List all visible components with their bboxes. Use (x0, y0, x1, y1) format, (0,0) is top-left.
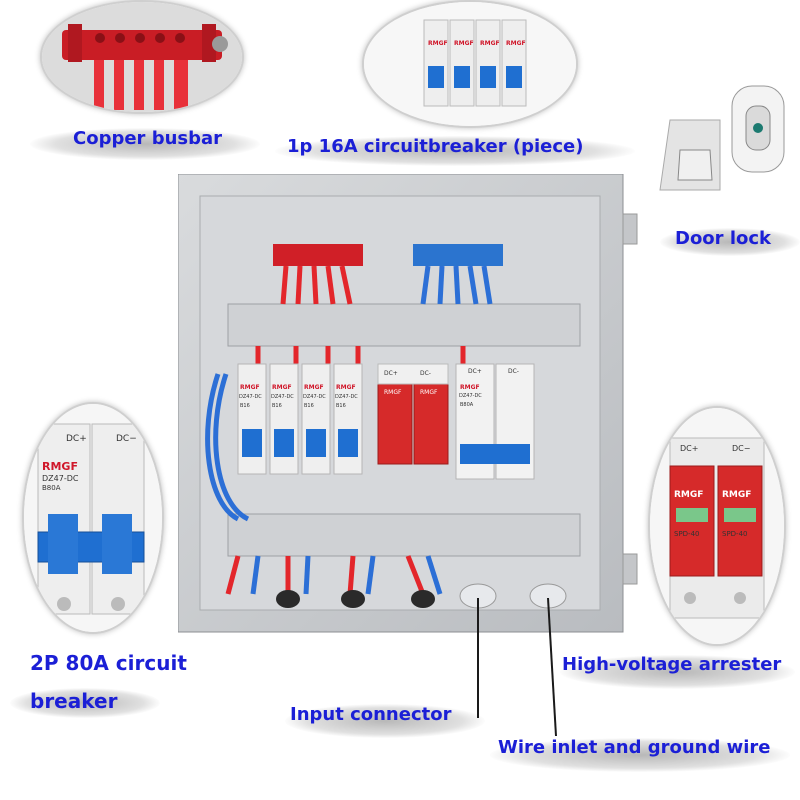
brand-text: RMGF (304, 384, 324, 391)
brand-text: RMGF (240, 384, 260, 391)
brand-text: RMGF (420, 389, 438, 396)
breaker-2p-inset: DC+ DC− RMGF DZ47-DC B80A (22, 402, 164, 634)
wire-inlet-pointer (547, 597, 557, 737)
arrester-photo (650, 408, 784, 644)
dc-plus-text: DC+ (468, 368, 482, 375)
brand-text: RMGF (674, 490, 704, 500)
brand-text: RMGF (42, 460, 78, 473)
spd-model-text: SPD-40 (674, 530, 700, 538)
label-shadow (10, 688, 160, 718)
brand-text: RMGF (506, 40, 526, 47)
rating-text: B16 (272, 403, 282, 409)
breaker-1p-inset: RMGF RMGF RMGF RMGF (362, 0, 578, 128)
label-shadow (30, 128, 260, 160)
model-text: DZ47-DC (335, 394, 358, 400)
wire-inlet-label: Wire inlet and ground wire (498, 737, 771, 758)
dc-plus-text: DC+ (66, 434, 87, 444)
brand-text: RMGF (336, 384, 356, 391)
model-text: DZ47-DC (459, 393, 482, 399)
brand-text: RMGF (272, 384, 292, 391)
enclosure: RMGF RMGF RMGF RMGF DZ47-DC DZ47-DC DZ47… (177, 173, 638, 634)
breaker-2p-label-line2: breaker (30, 689, 118, 713)
model-text: DZ47-DC (303, 394, 326, 400)
label-shadow (560, 655, 795, 689)
breaker-1p-label: 1p 16A circuitbreaker (piece) (287, 136, 584, 157)
label-shadow (275, 136, 635, 166)
label-shadow (660, 228, 800, 256)
brand-text: RMGF (480, 40, 500, 47)
rating-text: B16 (240, 403, 250, 409)
dc-minus-text: DC− (732, 444, 751, 453)
rating-text: B16 (336, 403, 346, 409)
arrester-label: High-voltage arrester (562, 654, 782, 675)
door-lock-label: Door lock (675, 228, 771, 249)
brand-text: RMGF (428, 40, 448, 47)
model-text: DZ47-DC (42, 474, 79, 483)
brand-text: RMGF (460, 384, 480, 391)
breaker-2p-photo (24, 404, 162, 632)
input-connector-label: Input connector (290, 704, 452, 725)
brand-text: RMGF (454, 40, 474, 47)
breaker-2p-label-line1: 2P 80A circuit (30, 651, 187, 675)
model-text: DZ47-DC (271, 394, 294, 400)
dc-minus-text: DC- (420, 370, 431, 377)
arrester-inset: DC+ DC− RMGF RMGF SPD-40 SPD-40 (648, 406, 786, 646)
spd-model-text: SPD-40 (722, 530, 748, 538)
door-lock-inset (640, 80, 800, 200)
rating-text: B80A (460, 402, 474, 408)
copper-busbar-inset (40, 0, 244, 114)
enclosure-photo (177, 173, 638, 633)
rating-text: B16 (304, 403, 314, 409)
brand-text: RMGF (722, 490, 752, 500)
dc-plus-text: DC+ (680, 444, 699, 453)
dc-minus-text: DC− (116, 434, 137, 444)
dc-minus-text: DC- (508, 368, 519, 375)
copper-busbar-label: Copper busbar (73, 128, 223, 149)
dc-plus-text: DC+ (384, 370, 398, 377)
door-lock-photo (659, 85, 785, 191)
brand-text: RMGF (384, 389, 402, 396)
copper-busbar-photo (42, 2, 242, 112)
model-text: DZ47-DC (239, 394, 262, 400)
breaker-1p-photo (364, 2, 576, 126)
rating-text: B80A (42, 484, 61, 492)
label-shadow (490, 738, 790, 772)
label-shadow (285, 704, 485, 738)
